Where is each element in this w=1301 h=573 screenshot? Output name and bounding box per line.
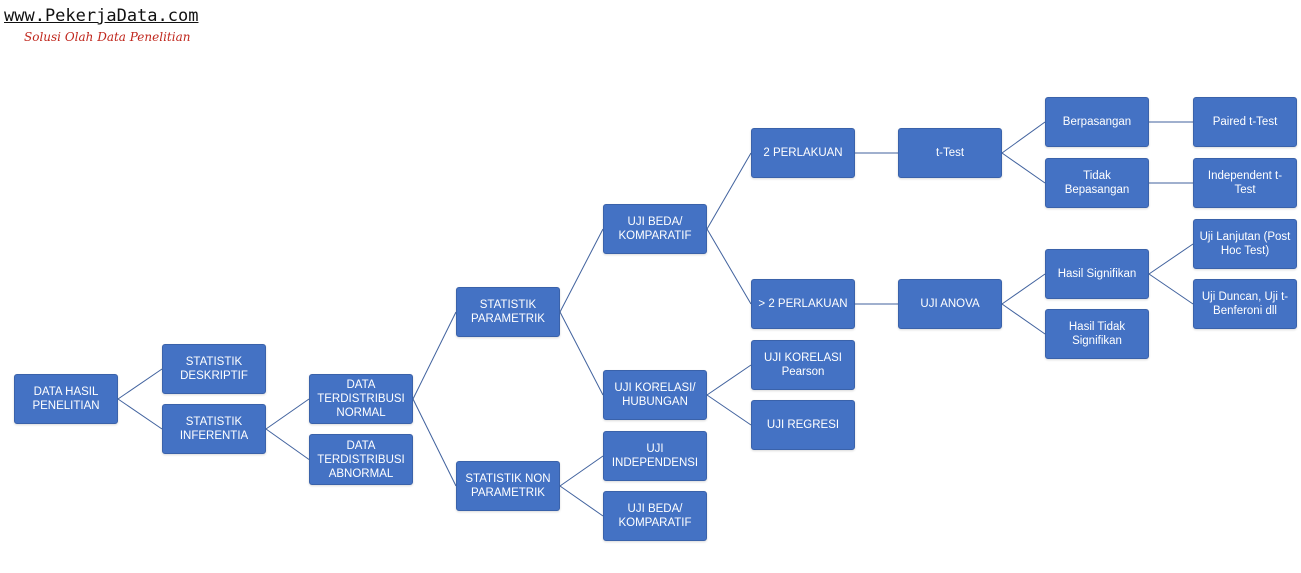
connector-uji_korelasi-uji_regresi: [706, 394, 752, 426]
connector-uji_beda-lebih_dua_perlakuan: [706, 228, 752, 305]
connector-parametrik-uji_beda: [559, 228, 604, 313]
connector-data_hasil-inferentia: [117, 398, 163, 430]
node-lebih-2-perlakuan: > 2 PERLAKUAN: [751, 279, 855, 329]
node-uji-lanjutan: Uji Lanjutan (Post Hoc Test): [1193, 219, 1297, 269]
connector-non_parametrik-uji_beda_np: [559, 485, 604, 517]
node-data-hasil: DATA HASIL PENELITIAN: [14, 374, 118, 424]
node-2-perlakuan: 2 PERLAKUAN: [751, 128, 855, 178]
connector-t_test-tidak_berpasangan: [1001, 152, 1046, 184]
node-paired-t-test: Paired t-Test: [1193, 97, 1297, 147]
connector-normal-parametrik: [412, 311, 457, 400]
node-berpasangan: Berpasangan: [1045, 97, 1149, 147]
node-hasil-signifikan: Hasil Signifikan: [1045, 249, 1149, 299]
connector-data_hasil-deskriptif: [117, 368, 163, 400]
node-tidak-berpasangan: Tidak Bepasangan: [1045, 158, 1149, 208]
node-uji-korelasi: UJI KORELASI/ HUBUNGAN: [603, 370, 707, 420]
node-uji-independensi: UJI INDEPENDENSI: [603, 431, 707, 481]
connector-uji_anova-hasil_signifikan: [1001, 273, 1046, 305]
connector-inferentia-normal: [265, 398, 310, 430]
node-independent-t-test: Independent t- Test: [1193, 158, 1297, 208]
node-uji-beda-nonparametrik: UJI BEDA/ KOMPARATIF: [603, 491, 707, 541]
node-data-normal: DATA TERDISTRIBUSI NORMAL: [309, 374, 413, 424]
connector-normal-non_parametrik: [412, 398, 457, 487]
node-statistik-inferentia: STATISTIK INFERENTIA: [162, 404, 266, 454]
connector-non_parametrik-uji_independensi: [559, 455, 604, 487]
connector-uji_beda-dua_perlakuan: [706, 152, 752, 230]
connector-inferentia-abnormal: [265, 428, 310, 460]
connector-t_test-berpasangan: [1001, 121, 1046, 154]
node-data-abnormal: DATA TERDISTRIBUSI ABNORMAL: [309, 434, 413, 485]
node-statistik-deskriptif: STATISTIK DESKRIPTIF: [162, 344, 266, 394]
node-uji-anova: UJI ANOVA: [898, 279, 1002, 329]
node-hasil-tidak-signifikan: Hasil Tidak Signifikan: [1045, 309, 1149, 359]
node-uji-korelasi-pearson: UJI KORELASI Pearson: [751, 340, 855, 390]
node-uji-duncan: Uji Duncan, Uji t- Benferoni dll: [1193, 279, 1297, 329]
connector-hasil_signifikan-uji_duncan: [1148, 273, 1194, 305]
connector-uji_korelasi-korelasi_pearson: [706, 364, 752, 396]
site-url[interactable]: www.PekerjaData.com: [4, 6, 199, 26]
node-statistik-non-parametrik: STATISTIK NON PARAMETRIK: [456, 461, 560, 511]
connector-uji_anova-hasil_tidak_signifikan: [1001, 303, 1046, 335]
connector-hasil_signifikan-uji_lanjutan: [1148, 243, 1194, 275]
node-t-test: t-Test: [898, 128, 1002, 178]
site-tagline: Solusi Olah Data Penelitian: [24, 30, 191, 44]
node-statistik-parametrik: STATISTIK PARAMETRIK: [456, 287, 560, 337]
node-uji-regresi: UJI REGRESI: [751, 400, 855, 450]
node-uji-beda: UJI BEDA/ KOMPARATIF: [603, 204, 707, 254]
connector-parametrik-uji_korelasi: [559, 311, 604, 396]
